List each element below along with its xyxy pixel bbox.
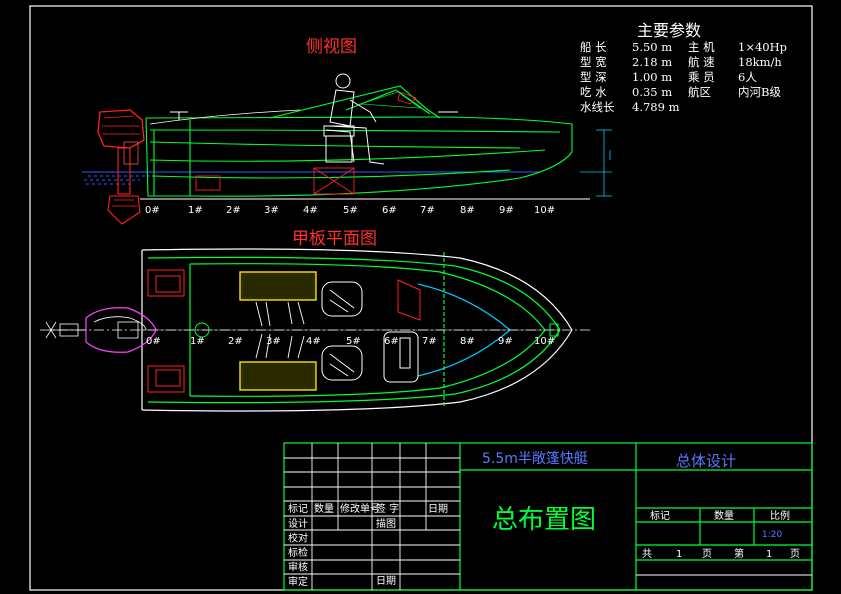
side-station-label: 3# xyxy=(264,205,279,216)
deck-plan-title: 甲板平面图 xyxy=(292,229,377,249)
param-cell: 乘 员 xyxy=(688,70,715,84)
title-block: 5.5m半敞篷快艇 总体设计 总布置图 标记数量修改单号签 字日期 设计校对标检… xyxy=(283,442,813,591)
side-station-label: 1# xyxy=(188,205,203,216)
deck-station-label: 3# xyxy=(266,336,281,347)
sheet-total-label: 共 xyxy=(642,548,652,560)
role-label: 审定 xyxy=(288,575,308,588)
fuel-tank xyxy=(195,175,221,191)
side-station-label: 9# xyxy=(499,205,514,216)
side-station-label: 6# xyxy=(382,205,397,216)
revision-header: 标记 xyxy=(288,503,308,515)
deck-station-labels: 0# 1# 2# 3# 4# 5# 6# 7# 8# 9# 10# xyxy=(146,336,555,347)
role-label: 校对 xyxy=(288,532,308,545)
side-station-label: 0# xyxy=(145,205,160,216)
console-box xyxy=(313,167,355,195)
param-cell: 6人 xyxy=(738,70,757,84)
revision-header: 数量 xyxy=(314,502,334,515)
side-view-title: 侧视图 xyxy=(306,37,357,57)
params-table: 船 长 5.50 m 主 机 1×40Hp 型 宽 2.18 m 航 速 18km/h 型 深 1… xyxy=(580,40,787,114)
bench-seat-starboard xyxy=(239,361,317,391)
side-station-labels: 0# 1# 2# 3# 4# 5# 6# 7# 8# 9# 10# xyxy=(145,205,555,216)
hull-profile xyxy=(145,109,573,197)
side-station-label: 7# xyxy=(420,205,435,216)
deck-station-label: 8# xyxy=(460,336,475,347)
deck-station-label: 6# xyxy=(384,336,399,347)
param-cell: 船 长 xyxy=(580,40,607,54)
project-name: 5.5m半敞篷快艇 xyxy=(482,451,588,467)
param-cell: 1.00 m xyxy=(632,70,672,84)
waterline xyxy=(82,171,540,185)
page-unit-2: 页 xyxy=(790,548,800,560)
deck-station-label: 9# xyxy=(498,336,513,347)
sheet-no: 1 xyxy=(766,549,772,560)
helm-seats xyxy=(321,281,363,381)
side-station-label: 5# xyxy=(343,205,358,216)
title-block-grid xyxy=(283,442,813,591)
param-cell: 0.35 m xyxy=(632,85,672,99)
sheet-no-label: 第 xyxy=(734,547,744,560)
param-cell: 航 速 xyxy=(688,55,715,69)
role-label: 审核 xyxy=(288,561,308,574)
windshield xyxy=(269,85,441,119)
scale-value: 1:20 xyxy=(762,530,782,540)
deck-station-label: 1# xyxy=(190,336,205,347)
deck-station-label: 4# xyxy=(306,336,321,347)
date-label: 日期 xyxy=(376,575,396,587)
revision-headers: 标记数量修改单号签 字 日期 xyxy=(288,502,448,515)
role-label: 标检 xyxy=(288,546,308,559)
page-unit: 页 xyxy=(702,548,712,560)
param-cell: 内河B级 xyxy=(738,85,781,99)
qty-label: 数量 xyxy=(714,509,734,522)
param-cell: 水线长 xyxy=(580,100,615,114)
sheet-total: 1 xyxy=(676,549,682,560)
draft-dimension xyxy=(580,129,612,197)
deck-station-label: 10# xyxy=(534,336,555,347)
side-station-label: 4# xyxy=(303,205,318,216)
outboard-motor xyxy=(97,109,145,225)
param-cell: 航区 xyxy=(688,85,711,99)
side-station-label: 8# xyxy=(460,205,475,216)
deck-plan: 甲板平面图 xyxy=(40,229,590,412)
main-parameters: 主要参数 船 长 5.50 m 主 机 1×40Hp 型 宽 2.18 m 航 速 18km/… xyxy=(580,21,787,114)
revision-grid xyxy=(284,443,812,590)
passenger-figures xyxy=(255,301,305,359)
bench-seat-port xyxy=(239,271,317,301)
deck-station-label: 0# xyxy=(146,336,161,347)
revision-header: 修改单号 xyxy=(340,502,380,515)
deck-station-label: 2# xyxy=(228,336,243,347)
seated-figure xyxy=(323,73,385,165)
param-cell: 2.18 m xyxy=(632,55,672,69)
param-cell: 吃 水 xyxy=(580,85,607,99)
param-cell: 4.789 m xyxy=(632,100,680,114)
side-view: 侧视图 xyxy=(82,37,612,225)
revision-header: 日期 xyxy=(428,503,448,515)
deck-station-label: 7# xyxy=(422,336,437,347)
revision-header: 签 字 xyxy=(376,502,399,515)
side-station-label: 2# xyxy=(226,205,241,216)
stern-lockers xyxy=(147,269,185,393)
design-stage: 总体设计 xyxy=(676,452,736,470)
scale-label: 比例 xyxy=(770,509,790,522)
mark-label: 标记 xyxy=(650,510,670,522)
console-plan xyxy=(383,279,421,383)
bow-rail xyxy=(170,111,458,120)
param-cell: 主 机 xyxy=(688,40,715,54)
deck-station-label: 5# xyxy=(346,336,361,347)
side-station-label: 10# xyxy=(534,205,555,216)
drawing-name: 总布置图 xyxy=(492,505,596,535)
param-cell: 1×40Hp xyxy=(738,40,787,54)
role-label: 设计 xyxy=(288,517,308,530)
params-title: 主要参数 xyxy=(637,21,701,40)
param-cell: 5.50 m xyxy=(632,40,672,54)
param-cell: 型 深 xyxy=(580,70,607,84)
param-cell: 18km/h xyxy=(738,55,782,69)
param-cell: 型 宽 xyxy=(580,55,607,69)
draw-label: 描图 xyxy=(376,517,396,530)
